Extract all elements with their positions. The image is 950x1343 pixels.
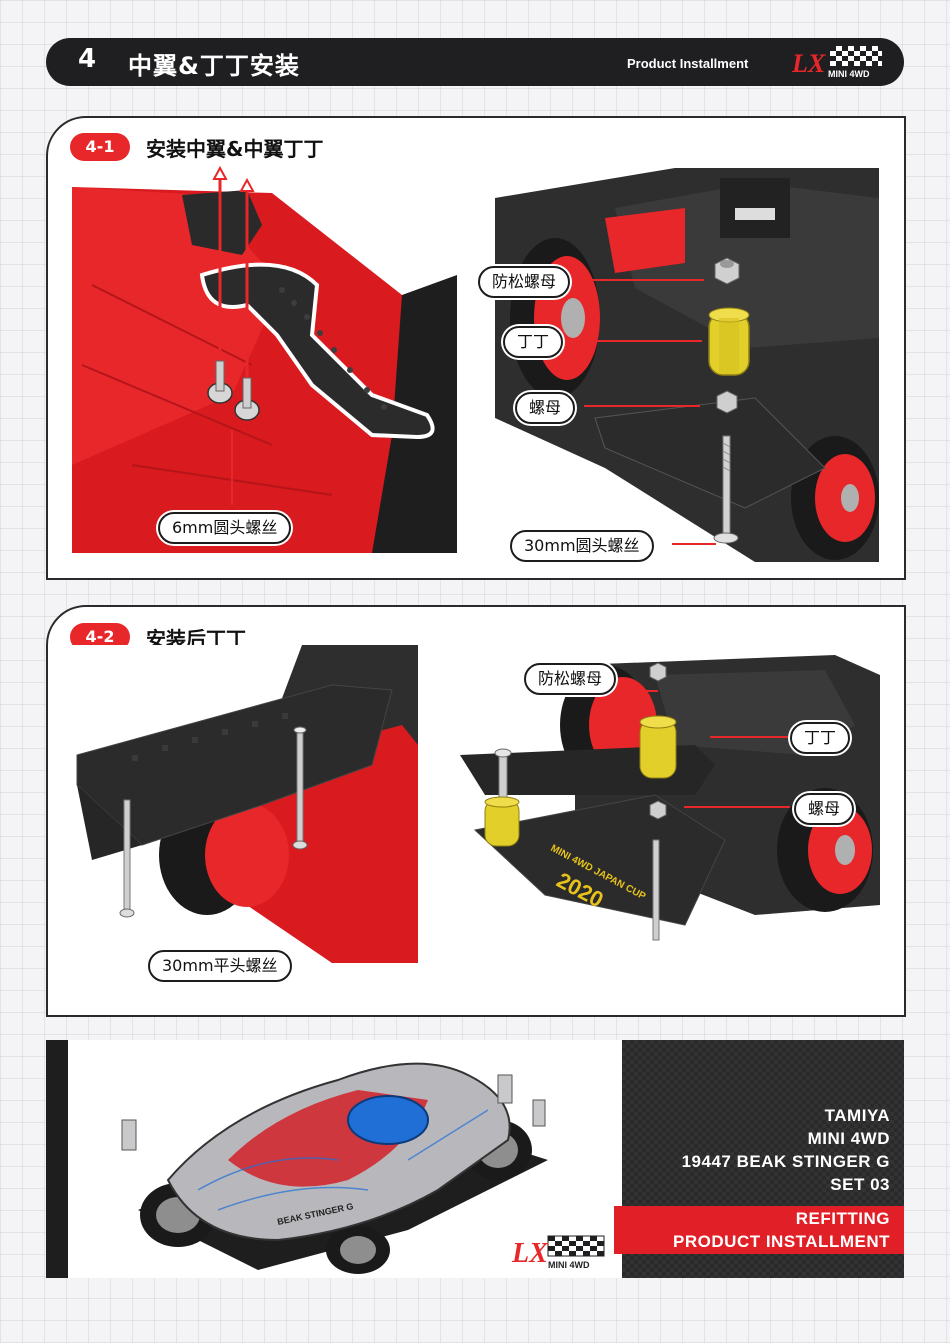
svg-text:LX: LX <box>511 1238 549 1269</box>
svg-text:MINI 4WD: MINI 4WD <box>548 1260 590 1270</box>
rear-plate-illustration <box>72 645 418 963</box>
svg-text:LX: LX <box>791 49 826 78</box>
screw-30mm-icon <box>713 435 739 544</box>
product-line-3: 19447 BEAK STINGER G <box>681 1152 890 1171</box>
roller-icon <box>639 715 677 779</box>
band-line-1: REFITTING <box>795 1209 890 1228</box>
leader-nut <box>584 405 700 407</box>
product-lx-logo: LX MINI 4WD <box>511 1235 605 1270</box>
leader-roller-2 <box>710 736 790 738</box>
section-4-1-title: 安装中翼&中翼丁丁 <box>146 137 324 161</box>
product-line-2: MINI 4WD <box>807 1129 890 1148</box>
nut-icon <box>716 390 738 414</box>
label-30mm-screw: 30mm圆头螺丝 <box>510 530 654 562</box>
nut-icon <box>649 800 667 820</box>
label-lock-nut: 防松螺母 <box>478 266 571 298</box>
roller-icon <box>708 307 750 376</box>
svg-text:MINI 4WD: MINI 4WD <box>828 69 870 79</box>
front-roller-illustration <box>495 168 879 562</box>
checkered-flag-icon <box>830 46 882 66</box>
product-car-photo: BEAK STINGER G <box>121 1062 548 1274</box>
leader-lock-nut <box>592 279 704 281</box>
label-nut-2: 螺母 <box>794 793 855 825</box>
step-number: 4 <box>78 44 97 74</box>
label-6mm-screw: 6mm圆头螺丝 <box>158 512 292 544</box>
label-nut: 螺母 <box>515 392 576 424</box>
wing-install-illustration <box>72 165 457 553</box>
product-line-1: TAMIYA <box>824 1106 890 1125</box>
label-roller-2: 丁丁 <box>790 722 851 754</box>
lx-logo: LX MINI 4WD <box>791 46 882 79</box>
step-badge-4-1: 4-1 <box>70 133 130 161</box>
label-roller: 丁丁 <box>503 326 564 358</box>
label-lock-nut-2: 防松螺母 <box>524 663 617 695</box>
refitting-band <box>614 1206 904 1254</box>
page-subtitle: Product Installment <box>627 56 749 71</box>
lock-nut-icon <box>649 662 667 682</box>
checkered-flag-icon <box>547 1235 605 1257</box>
product-line-4: SET 03 <box>830 1175 890 1194</box>
lock-nut-icon <box>714 257 740 285</box>
leader-30mm-screw <box>672 543 716 545</box>
leader-nut-2 <box>684 806 790 808</box>
page-title: 中翼&丁丁安装 <box>128 52 300 80</box>
product-side-strip <box>46 1040 68 1278</box>
label-30mm-flat-screw: 30mm平头螺丝 <box>148 950 292 982</box>
leader-roller <box>574 340 702 342</box>
band-line-2: PRODUCT INSTALLMENT <box>673 1232 890 1251</box>
screw-30mm-flat-icon <box>119 726 308 918</box>
screw-6mm-icon <box>207 360 260 421</box>
leader-lock-nut-2 <box>614 690 658 692</box>
header-bar <box>46 38 904 86</box>
